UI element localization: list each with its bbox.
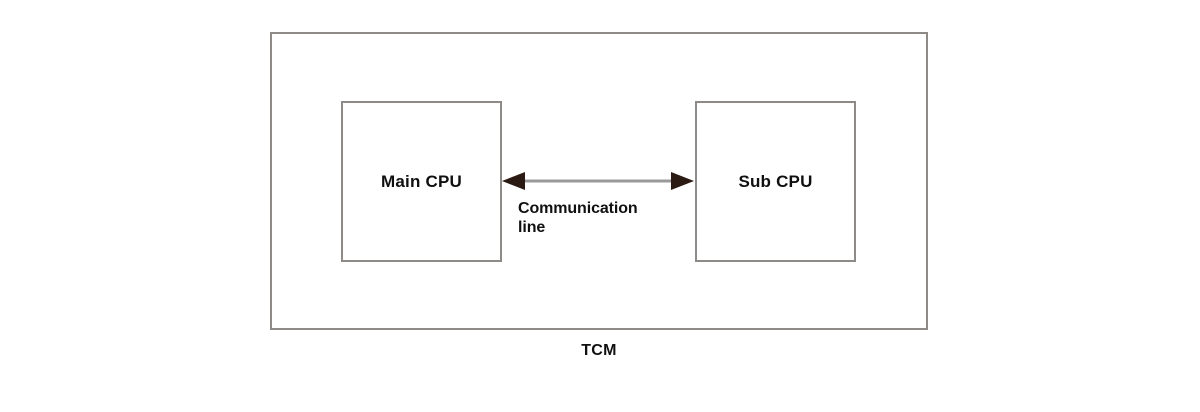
communication-line-double-arrow-icon <box>500 169 696 193</box>
main-cpu-label: Main CPU <box>381 172 462 191</box>
communication-line-caption-line-1: Communication <box>518 200 638 217</box>
sub-cpu-label: Sub CPU <box>738 172 813 191</box>
communication-line-caption: Communication line <box>518 199 698 237</box>
communication-line-caption-line-2: line <box>518 219 546 236</box>
sub-cpu-block: Sub CPU <box>695 101 856 262</box>
main-cpu-block: Main CPU <box>341 101 502 262</box>
tcm-caption: TCM <box>581 342 617 359</box>
